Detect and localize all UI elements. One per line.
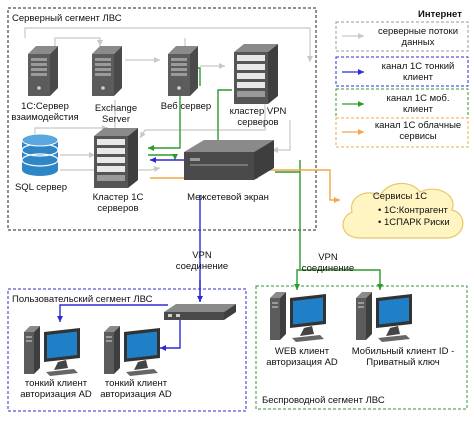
sql-label: SQL сервер bbox=[14, 182, 68, 193]
cloud-item-2: • 1СПАРК Риски bbox=[378, 217, 450, 228]
sql-database-icon[interactable] bbox=[21, 133, 59, 176]
legend-box-thin bbox=[335, 56, 469, 87]
internet-title: Интернет bbox=[418, 9, 462, 20]
cloud-item-1: • 1С:Контрагент bbox=[378, 205, 448, 216]
legend-label-cloud: канал 1С облачные сервисы bbox=[374, 120, 462, 142]
legend-label-thin: канал 1С тонкий клиент bbox=[381, 61, 455, 83]
cloud-title: Сервисы 1С bbox=[372, 191, 428, 202]
vpn-label-right: VPN соединение bbox=[301, 252, 355, 274]
web-server-label: Веб сервер bbox=[160, 101, 212, 112]
c1-server-icon[interactable] bbox=[28, 46, 58, 96]
web-client-icon[interactable] bbox=[270, 292, 326, 342]
cluster-1c-label: Кластер 1С серверов bbox=[92, 192, 144, 214]
mobile-client-label: Мобильный клиент ID - Приватный ключ bbox=[351, 346, 455, 368]
vpn-cluster-icon[interactable] bbox=[234, 44, 278, 104]
wireless-segment-title: Беспроводной сегмент ЛВС bbox=[262, 395, 385, 406]
thin-client-2-label: тонкий клиент авторизация AD bbox=[100, 378, 172, 400]
exchange-label: Exchange Server bbox=[94, 103, 138, 125]
blue-channel bbox=[57, 157, 205, 351]
c1-server-label: 1С:Сервер взаимодейстия bbox=[11, 101, 79, 123]
thin-client-1-icon[interactable] bbox=[24, 326, 80, 376]
server-segment-title: Серверный сегмент ЛВС bbox=[12, 13, 122, 24]
cluster-1c-icon[interactable] bbox=[94, 128, 138, 188]
vpn-label-left: VPN соединение bbox=[175, 250, 229, 272]
vpn-cluster-label: кластер VPN серверов bbox=[229, 106, 287, 128]
server-flows bbox=[24, 27, 313, 173]
firewall-label: Межсетевой экран bbox=[187, 192, 269, 203]
web-server-icon[interactable] bbox=[168, 46, 198, 96]
legend-label-mobile: канал 1С моб. клиент bbox=[386, 93, 450, 115]
thin-client-1-label: тонкий клиент авторизация AD bbox=[20, 378, 92, 400]
switch-icon[interactable] bbox=[164, 304, 236, 320]
exchange-server-icon[interactable] bbox=[92, 46, 122, 96]
legend-box-server bbox=[335, 21, 469, 52]
web-client-label: WEB клиент авторизация AD bbox=[266, 346, 338, 368]
thin-client-2-icon[interactable] bbox=[104, 326, 160, 376]
cloud-shape bbox=[342, 182, 464, 239]
firewall-icon[interactable] bbox=[184, 140, 274, 180]
mobile-client-icon[interactable] bbox=[356, 292, 412, 342]
wireless-segment-frame bbox=[255, 285, 468, 410]
legend-box-cloud bbox=[335, 117, 469, 148]
legend-label-server: серверные потоки данных bbox=[377, 26, 459, 48]
user-segment-title: Пользовательский сегмент ЛВС bbox=[12, 294, 153, 305]
